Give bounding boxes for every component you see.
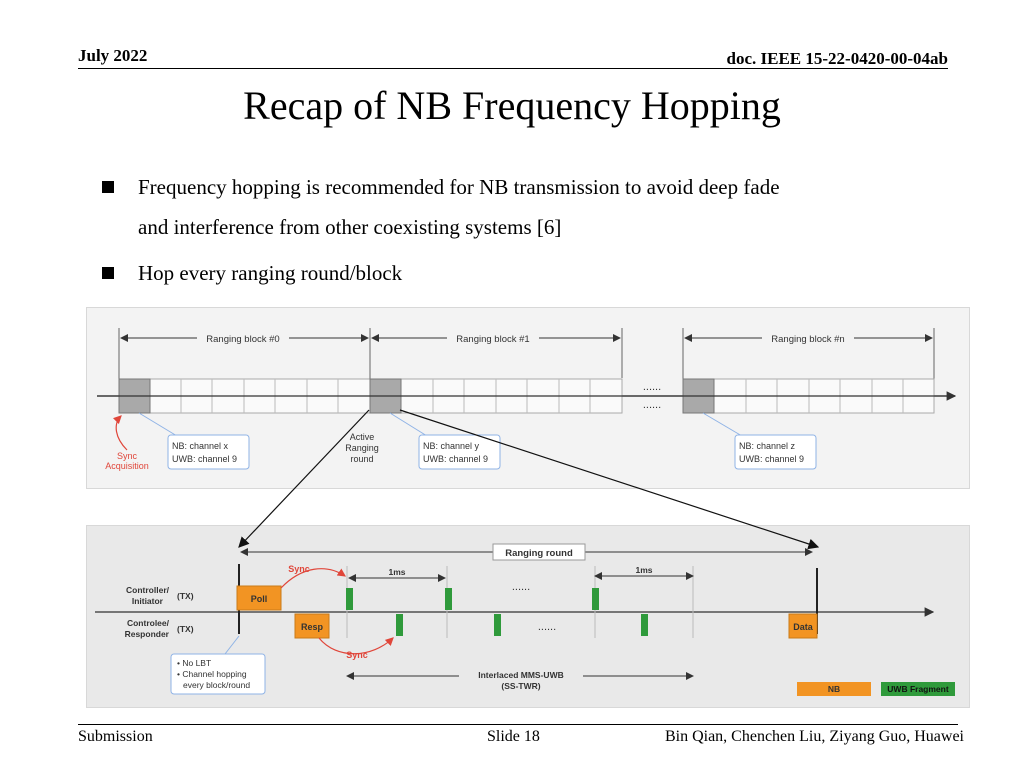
uwb-fragment	[592, 588, 599, 610]
legend-nb-label: NB	[828, 684, 840, 694]
data-frame	[788, 613, 818, 639]
bullet-1-line-1: Frequency hopping is recommended for NB …	[138, 175, 780, 199]
footer-authors: Bin Qian, Chenchen Liu, Ziyang Guo, Huaw…	[664, 728, 964, 745]
figure-ranging-blocks: Ranging block #0 Ranging block #1 Rangin…	[86, 307, 970, 489]
legend-uwb-label: UWB Fragment	[887, 684, 949, 694]
interlaced-label-line-1: Interlaced MMS-UWB	[478, 670, 563, 680]
controller-tx-label: (TX)	[177, 591, 194, 601]
legend-uwb-swatch	[881, 682, 955, 696]
bullet-1-line-2: and interference from other coexisting s…	[138, 215, 562, 239]
one-ms-label-1: 1ms	[388, 567, 405, 577]
header-rule	[78, 68, 948, 69]
sync-label-line-1: Sync	[117, 451, 138, 461]
callout-uwb-y: UWB: channel 9	[423, 454, 488, 464]
resp-frame	[294, 613, 330, 639]
active-label-line-2: Ranging	[345, 443, 379, 453]
controller-label-line-1: Controller/	[126, 585, 170, 595]
resp-label: Resp	[301, 622, 324, 632]
controlee-tx-label: (TX)	[177, 624, 194, 634]
ranging-blocks-diagram: Ranging block #0 Ranging block #1 Rangin…	[97, 328, 957, 471]
ellipsis-bottom: ......	[643, 399, 661, 411]
footer-slide-number: Slide 18	[487, 728, 540, 745]
controller-label-line-2: Initiator	[132, 596, 164, 606]
uwb-fragment	[396, 614, 403, 636]
note-line-1: • No LBT	[177, 658, 211, 668]
slide-title: Recap of NB Frequency Hopping	[243, 83, 781, 128]
bullet-square-icon	[102, 267, 114, 279]
footer-submission: Submission	[78, 728, 153, 745]
data-label: Data	[793, 622, 814, 632]
controlee-label-line-2: Responder	[125, 629, 170, 639]
sync-label-line-2: Acquisition	[105, 461, 149, 471]
one-ms-label-2: 1ms	[635, 565, 652, 575]
uwb-fragment	[641, 614, 648, 636]
callout-uwb-z: UWB: channel 9	[739, 454, 804, 464]
controlee-label-line-1: Controlee/	[127, 618, 170, 628]
notes-box	[170, 653, 266, 695]
uwb-fragment	[346, 588, 353, 610]
callout-uwb-x: UWB: channel 9	[172, 454, 237, 464]
sync-label-bottom: Sync	[346, 650, 368, 660]
ranging-round-diagram: Ranging round Controller/ Initiator (TX)…	[95, 543, 955, 696]
header-doc-id: doc. IEEE 15-22-0420-00-04ab	[726, 49, 948, 68]
poll-label: Poll	[251, 594, 268, 604]
uwb-fragment	[445, 588, 452, 610]
footer-rule	[78, 724, 958, 725]
block-label-0: Ranging block #0	[206, 334, 279, 345]
ellipsis-lower: ......	[538, 621, 556, 633]
figure-ranging-round: Ranging round Controller/ Initiator (TX)…	[86, 525, 970, 708]
bullet-2-line-1: Hop every ranging round/block	[138, 261, 403, 285]
ranging-round-label: Ranging round	[505, 548, 573, 559]
active-label-line-3: round	[350, 454, 373, 464]
uwb-fragment	[494, 614, 501, 636]
note-line-2: • Channel hopping	[177, 669, 247, 679]
block-label-n: Ranging block #n	[771, 334, 844, 345]
note-line-3: every block/round	[183, 680, 250, 690]
bullet-square-icon	[102, 181, 114, 193]
legend-nb-swatch	[797, 682, 871, 696]
sync-label-top: Sync	[288, 564, 310, 574]
callout-nb-x: NB: channel x	[172, 441, 229, 451]
active-label-line-1: Active	[350, 432, 375, 442]
callout-nb-z: NB: channel z	[739, 441, 796, 451]
block-label-1: Ranging block #1	[456, 334, 529, 345]
poll-frame	[236, 585, 282, 611]
header-date: July 2022	[78, 46, 148, 65]
ellipsis-top: ......	[643, 381, 661, 393]
interlaced-label-line-2: (SS-TWR)	[501, 681, 540, 691]
callout-nb-y: NB: channel y	[423, 441, 480, 451]
ellipsis-upper: ......	[512, 581, 530, 593]
